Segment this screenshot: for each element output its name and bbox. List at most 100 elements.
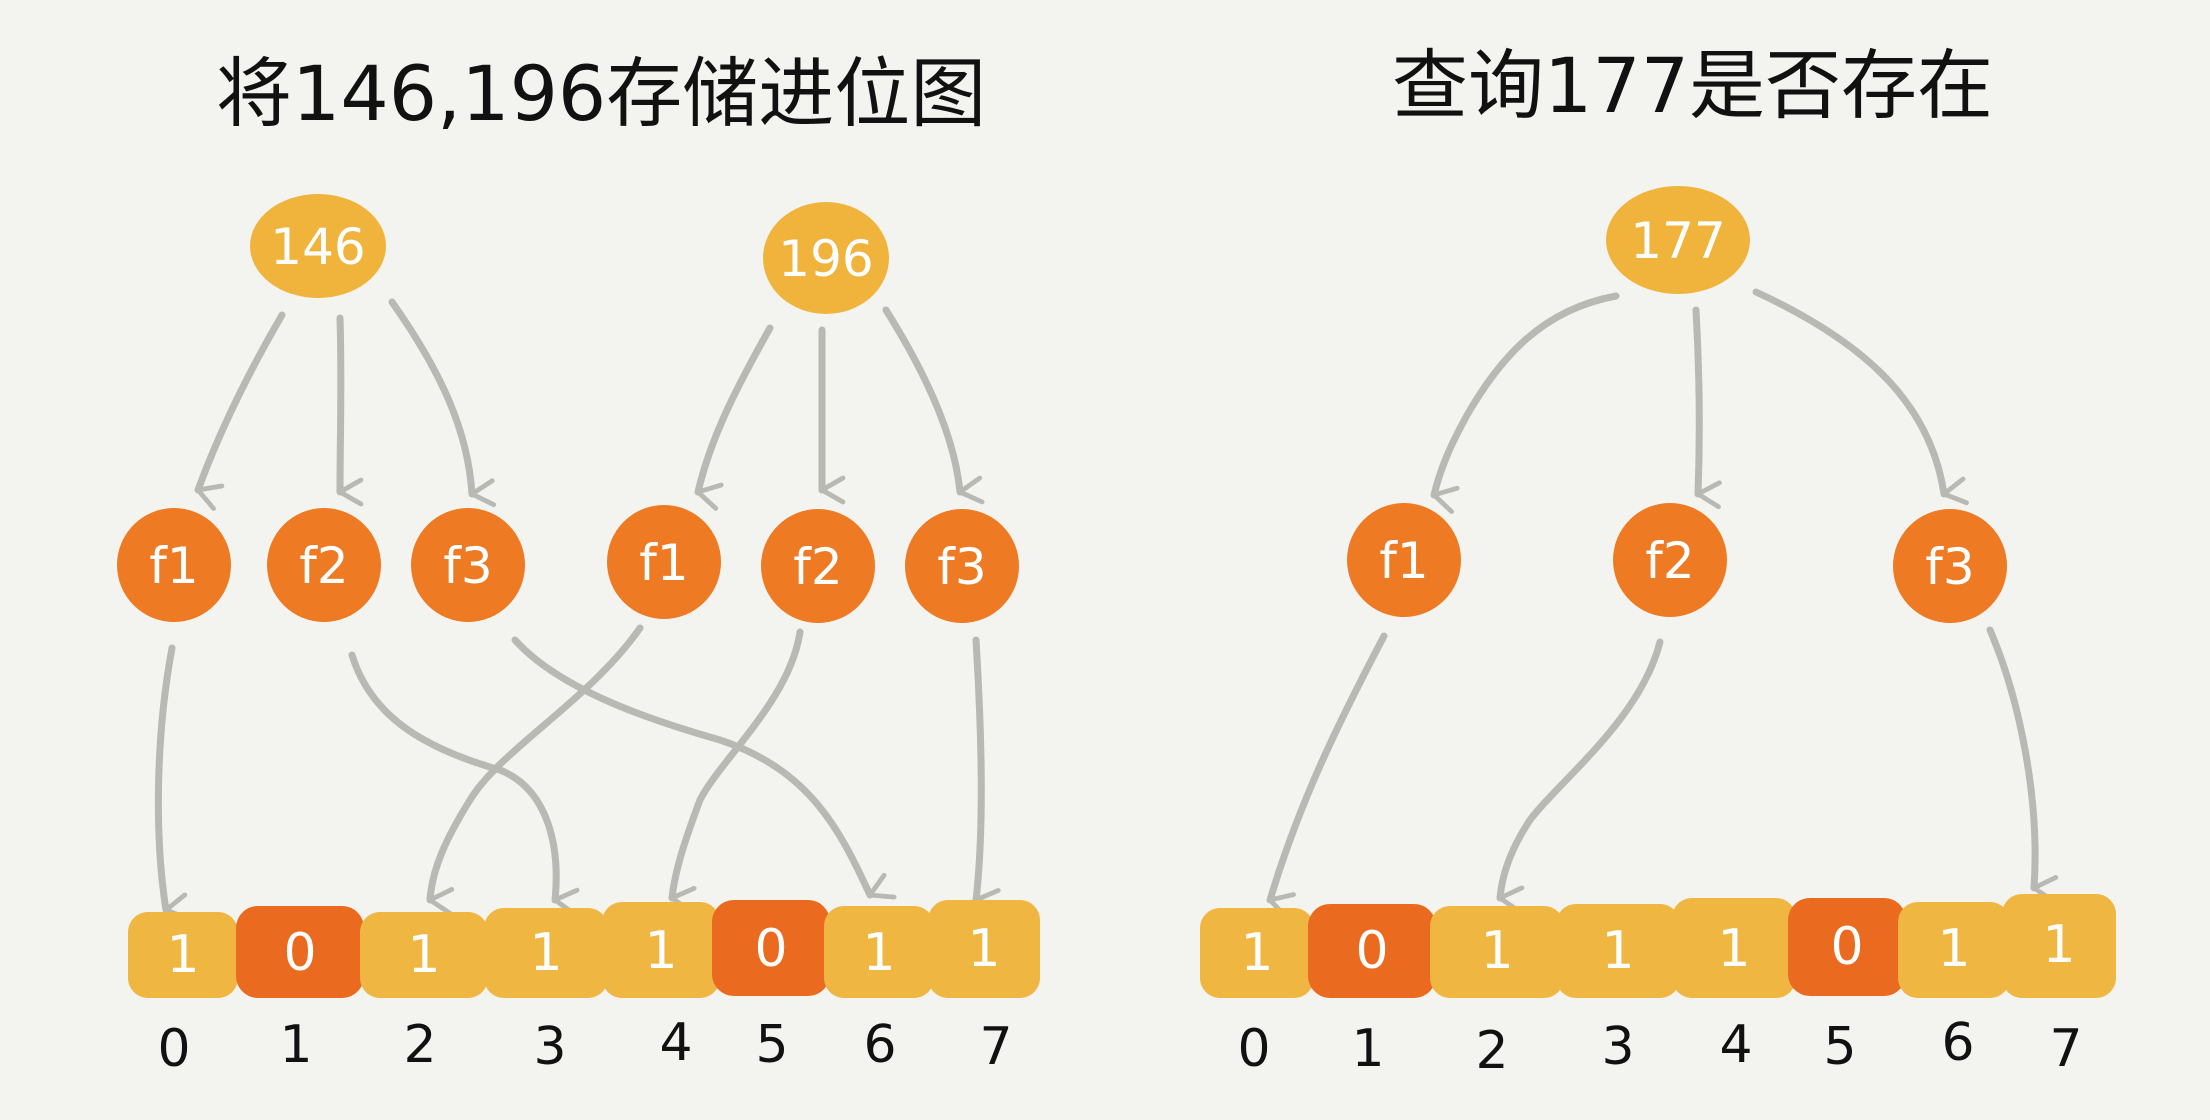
left-input-nodes: 146 196 — [250, 194, 889, 314]
bit-index: 4 — [659, 1013, 692, 1073]
bit-value: 1 — [1240, 923, 1273, 983]
arrow-left-f1-b-bit2 — [426, 624, 644, 916]
bit-value: 1 — [967, 919, 1000, 979]
left-bit-array: 1 0 1 1 1 0 1 — [128, 900, 1040, 998]
arrow-right-f1-bit0 — [1266, 632, 1388, 920]
hash-node-label: f1 — [639, 534, 688, 592]
input-node-label: 196 — [778, 230, 873, 288]
hash-node-label: f3 — [443, 537, 492, 595]
arrow-146-f1 — [194, 311, 286, 511]
bit-value: 1 — [529, 923, 562, 983]
left-bit-0: 1 — [128, 912, 238, 998]
right-bit-5: 0 — [1788, 898, 1906, 996]
right-bit-7: 1 — [2002, 894, 2116, 998]
hash-node-label: f2 — [793, 538, 842, 596]
bit-index: 2 — [403, 1015, 436, 1075]
arrow-177-f2 — [1692, 306, 1722, 510]
arrow-left-f3-b-bit7 — [972, 636, 1001, 917]
arrow-146-f2 — [336, 314, 364, 507]
left-bit-indices: 0 1 2 3 4 5 6 7 — [157, 1013, 1012, 1079]
hash-node-label: f1 — [1379, 532, 1428, 590]
bit-value: 1 — [166, 925, 199, 985]
right-bit-3: 1 — [1556, 904, 1680, 998]
right-bit-6: 1 — [1898, 902, 2010, 998]
hash-node-label: f3 — [1925, 538, 1974, 596]
left-bit-7: 1 — [928, 900, 1040, 998]
bit-index: 0 — [157, 1019, 190, 1079]
hash-node-f1-196: f1 — [607, 505, 721, 619]
right-bit-array: 1 0 1 1 1 0 1 — [1200, 894, 2116, 998]
arrow-right-f3-bit7 — [1986, 626, 2059, 904]
right-bit-indices: 0 1 2 3 4 5 6 7 — [1237, 1013, 2082, 1081]
bit-index: 3 — [533, 1017, 566, 1077]
input-node-146: 146 — [250, 194, 386, 298]
bit-index: 6 — [1941, 1013, 1974, 1073]
right-hash-nodes: f1 f2 f3 — [1347, 503, 2007, 623]
hash-node-f3-196: f3 — [905, 509, 1019, 623]
bit-value: 1 — [644, 921, 677, 981]
left-bit-1: 0 — [236, 906, 364, 998]
hash-node-f1-146: f1 — [117, 508, 231, 622]
right-bit-1: 0 — [1308, 904, 1436, 998]
bit-value: 1 — [407, 925, 440, 985]
bit-index: 7 — [2049, 1019, 2082, 1079]
arrow-177-f3 — [1752, 288, 1969, 506]
hash-node-f1-177: f1 — [1347, 503, 1461, 617]
hash-node-f2-196: f2 — [761, 509, 875, 623]
bit-value: 0 — [754, 919, 787, 979]
input-node-196: 196 — [763, 202, 889, 314]
left-bit-4: 1 — [602, 902, 720, 998]
arrow-right-f2-bit2 — [1496, 638, 1664, 915]
left-bit-6: 1 — [824, 906, 934, 998]
bit-value: 1 — [1480, 921, 1513, 981]
right-bit-2: 1 — [1430, 906, 1564, 998]
bit-index: 5 — [1823, 1017, 1856, 1077]
bit-index: 6 — [863, 1015, 896, 1075]
input-node-label: 146 — [270, 218, 365, 276]
bit-index: 1 — [1351, 1019, 1384, 1079]
bit-value: 1 — [1937, 919, 1970, 979]
bit-index: 0 — [1237, 1019, 1270, 1079]
hash-node-label: f2 — [1645, 532, 1694, 590]
left-bit-5: 0 — [712, 900, 830, 996]
bit-value: 1 — [1717, 919, 1750, 979]
bit-index: 4 — [1719, 1015, 1752, 1075]
left-hash-nodes: f1 f2 f3 f1 f2 f3 — [117, 505, 1019, 623]
hash-node-f3-177: f3 — [1893, 509, 2007, 623]
hash-node-label: f1 — [149, 537, 198, 595]
right-input-arrows — [1430, 288, 1969, 514]
arrow-146-f3 — [388, 298, 497, 508]
bit-index: 3 — [1601, 1017, 1634, 1077]
bit-value: 0 — [1355, 921, 1388, 981]
hash-node-f3-146: f3 — [411, 508, 525, 622]
bit-value: 0 — [283, 923, 316, 983]
bit-index: 2 — [1475, 1021, 1508, 1081]
arrow-196-f3 — [882, 306, 985, 505]
hash-node-label: f3 — [937, 538, 986, 596]
left-bit-2: 1 — [360, 912, 488, 998]
right-panel: 查询177是否存在 177 f1 — [1200, 41, 2116, 1081]
bit-index: 7 — [979, 1017, 1012, 1077]
input-node-177: 177 — [1606, 186, 1750, 294]
left-panel: 将146,196存储进位图 146 — [117, 49, 1040, 1079]
arrow-left-f2-a-bit3 — [348, 651, 580, 917]
arrow-left-f1-a-bit0 — [154, 644, 192, 921]
arrow-196-f1 — [694, 324, 774, 511]
arrow-left-f3-a-bit6 — [511, 636, 897, 900]
left-hash-arrows — [154, 624, 1001, 921]
right-hash-arrows — [1266, 626, 2059, 920]
bit-value: 0 — [1830, 917, 1863, 977]
arrow-177-f1 — [1430, 292, 1620, 514]
right-input-nodes: 177 — [1606, 186, 1750, 294]
hash-node-label: f2 — [299, 537, 348, 595]
hash-node-f2-177: f2 — [1613, 503, 1727, 617]
left-input-arrows — [194, 298, 985, 511]
arrow-left-f2-b-bit4 — [668, 628, 804, 915]
hash-node-f2-146: f2 — [267, 508, 381, 622]
left-bit-3: 1 — [484, 908, 608, 998]
bit-value: 1 — [862, 923, 895, 983]
input-node-label: 177 — [1630, 212, 1725, 270]
bit-index: 5 — [755, 1015, 788, 1075]
